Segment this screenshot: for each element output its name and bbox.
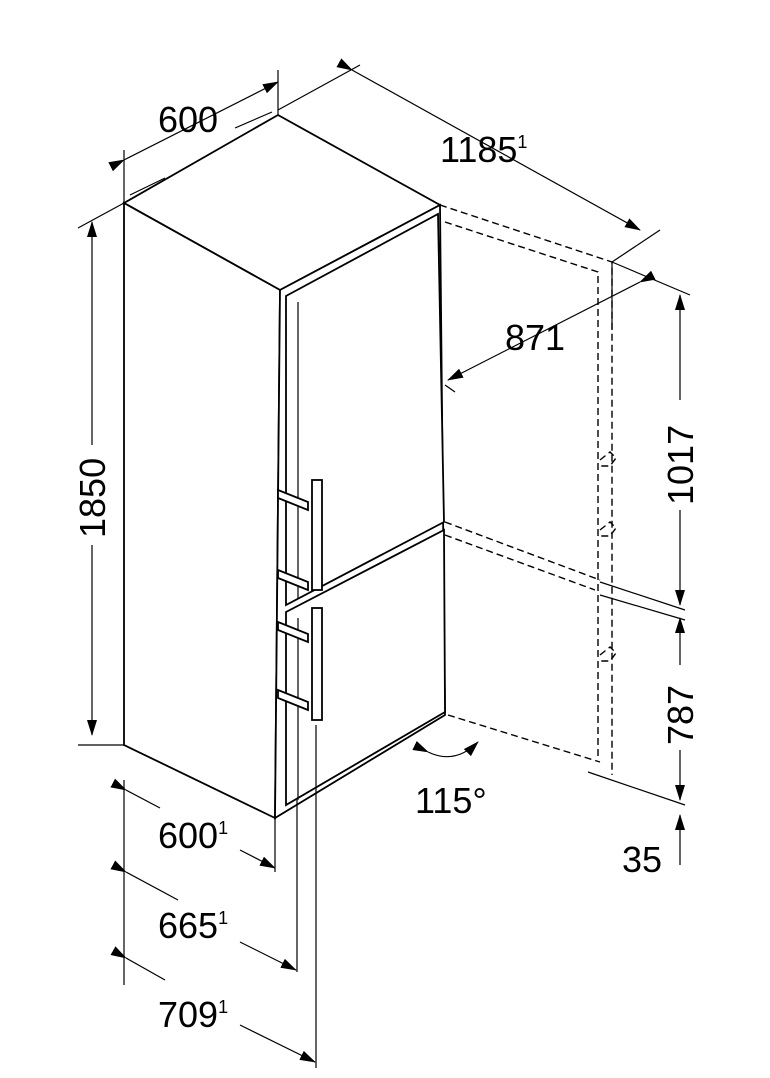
- door-handles: [277, 479, 323, 721]
- dimension-lines: [77, 58, 691, 1068]
- door-angle-arc: [412, 740, 479, 758]
- label-depth-handle: 7091: [158, 994, 228, 1035]
- label-plinth: 35: [622, 839, 662, 880]
- label-door-swing: 871: [505, 317, 565, 358]
- label-depth-body: 6001: [158, 815, 228, 856]
- label-height: 1850: [72, 458, 113, 538]
- open-door-outline: [439, 204, 686, 806]
- label-upper-door: 1017: [660, 425, 701, 505]
- fridge-cabinet: [122, 111, 446, 820]
- label-depth-door: 6651: [158, 905, 228, 946]
- label-door-angle: 115°: [415, 780, 487, 821]
- label-open-depth: 11851: [440, 129, 527, 170]
- cabinet-side: [123, 201, 281, 820]
- label-top-width: 600: [158, 99, 218, 140]
- lower-door: [285, 528, 446, 807]
- label-lower-door: 787: [660, 685, 701, 745]
